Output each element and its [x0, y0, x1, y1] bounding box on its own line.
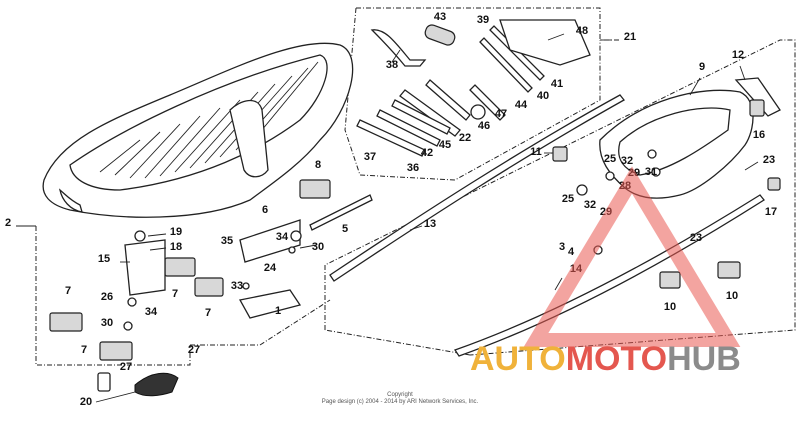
watermark-part3: HUB — [667, 340, 741, 378]
hardware — [49, 99, 781, 397]
callout-c25a: 25 — [562, 193, 574, 205]
callout-c22: 22 — [459, 132, 471, 144]
callout-c10b: 10 — [726, 290, 738, 302]
tool-kit — [356, 19, 591, 157]
seat — [42, 42, 354, 218]
callout-c36: 36 — [407, 162, 419, 174]
callout-c1: 1 — [275, 305, 281, 317]
callout-c32a: 32 — [584, 199, 596, 211]
callout-c25b: 25 — [604, 153, 616, 165]
callout-c19: 19 — [170, 226, 182, 238]
callout-c24: 24 — [264, 262, 277, 274]
callout-c34a: 34 — [145, 306, 158, 318]
callout-c9: 9 — [699, 61, 705, 73]
copyright-text: Page design (c) 2004 - 2014 by ARI Netwo… — [322, 399, 479, 405]
watermark-part1: AUTO — [470, 340, 566, 378]
callout-c44: 44 — [515, 99, 528, 111]
callout-c39: 39 — [477, 14, 489, 26]
callout-c40: 40 — [537, 90, 549, 102]
callout-c41: 41 — [551, 78, 563, 90]
callout-c45: 45 — [439, 139, 451, 151]
callout-c13: 13 — [424, 218, 436, 230]
callout-c7d: 7 — [81, 344, 87, 356]
callout-c47: 47 — [495, 108, 507, 120]
callout-c43: 43 — [434, 11, 446, 23]
callout-c4: 4 — [568, 246, 575, 258]
callout-c6: 6 — [262, 204, 268, 216]
watermark-logo — [523, 166, 741, 347]
callout-c7a: 7 — [65, 285, 71, 297]
callout-c30a: 30 — [101, 317, 113, 329]
callout-c8: 8 — [315, 159, 321, 171]
callout-c18: 18 — [170, 241, 182, 253]
callout-c42: 42 — [421, 147, 433, 159]
callout-c5: 5 — [342, 223, 348, 235]
leader-lines — [16, 33, 759, 403]
callout-c46: 46 — [478, 120, 490, 132]
callout-c7c: 7 — [205, 307, 211, 319]
rear-cowl — [599, 77, 781, 199]
callout-c48: 48 — [576, 25, 588, 37]
callout-c37: 37 — [364, 151, 376, 163]
callout-c27a: 27 — [188, 344, 200, 356]
callout-c20: 20 — [80, 396, 92, 408]
group-frames — [24, 7, 796, 366]
callout-c27b: 27 — [120, 361, 132, 373]
watermark-part2: MOTO — [566, 340, 667, 378]
callout-c38: 38 — [386, 59, 398, 71]
callout-c32b: 32 — [621, 155, 633, 167]
callout-c33: 33 — [231, 280, 243, 292]
callout-c26: 26 — [101, 291, 113, 303]
callout-c10a: 10 — [664, 301, 676, 313]
callout-c17: 17 — [765, 206, 777, 218]
copyright-title: Copyright — [387, 392, 413, 398]
callout-c7b: 7 — [172, 288, 178, 300]
callout-c2: 2 — [5, 217, 11, 229]
watermark-text: AUTOMOTOHUB — [470, 340, 741, 378]
callout-c16: 16 — [753, 129, 765, 141]
callout-c12: 12 — [732, 49, 744, 61]
callout-c34b: 34 — [276, 231, 289, 243]
callout-c15: 15 — [98, 253, 110, 265]
callout-c23b: 23 — [690, 232, 702, 244]
callout-c23a: 23 — [763, 154, 775, 166]
callout-c3: 3 — [559, 241, 565, 253]
callout-c35: 35 — [221, 235, 233, 247]
callout-c21: 21 — [624, 31, 636, 43]
callout-c31: 31 — [645, 166, 657, 178]
callout-c11: 11 — [530, 146, 542, 158]
callout-c30b: 30 — [312, 241, 324, 253]
